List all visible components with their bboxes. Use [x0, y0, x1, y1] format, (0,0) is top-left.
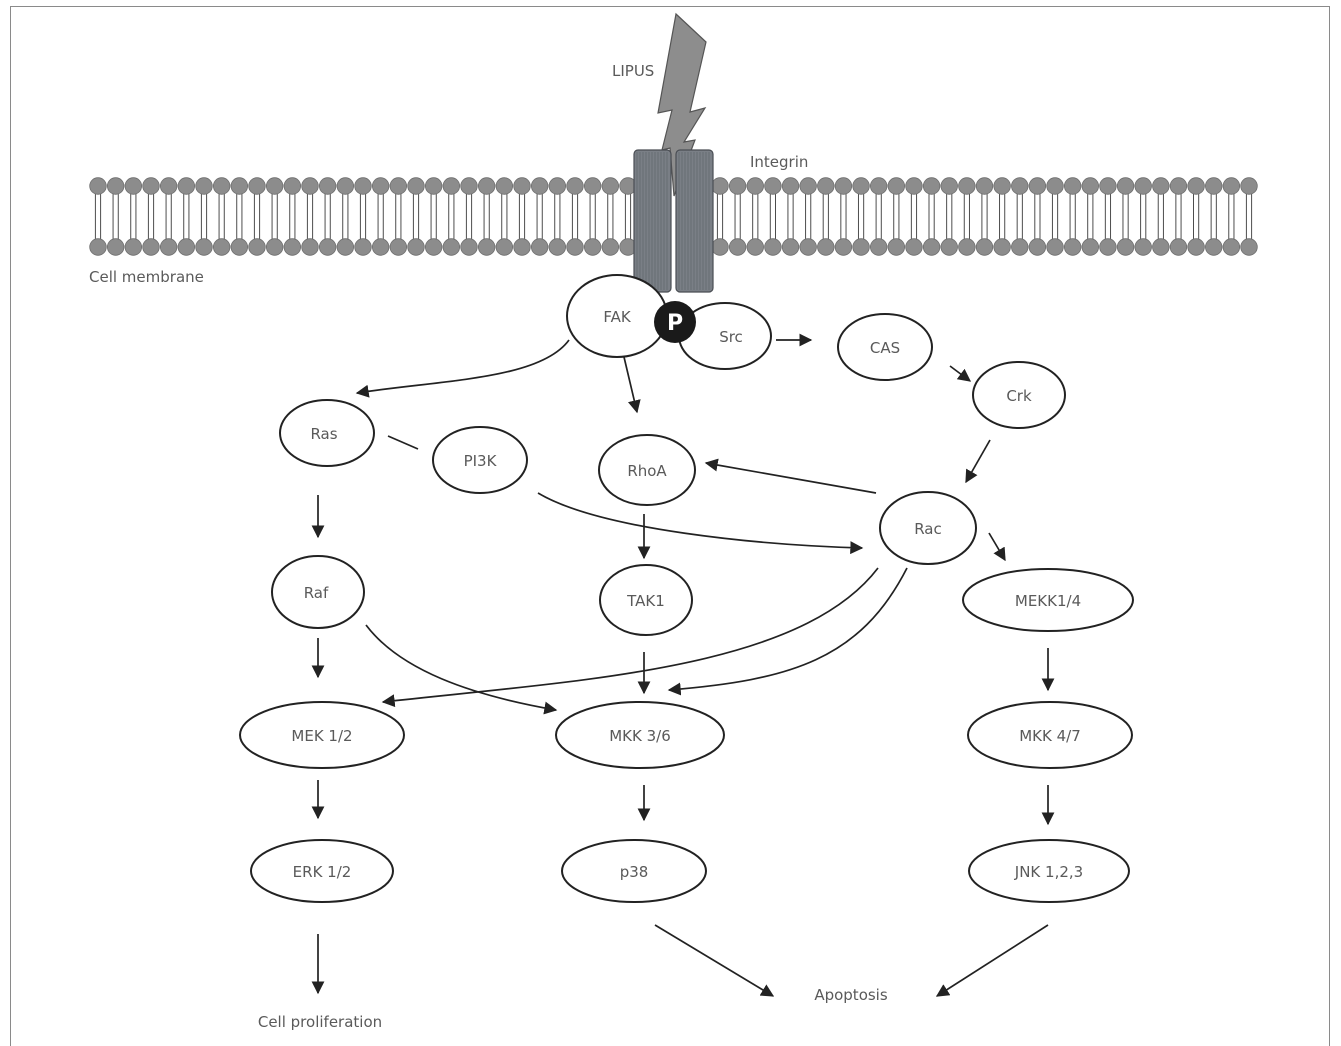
node-crk: Crk: [972, 361, 1066, 429]
svg-text:MEK 1/2: MEK 1/2: [291, 727, 352, 745]
node-ras: Ras: [279, 399, 375, 467]
svg-text:MEKK1/4: MEKK1/4: [1015, 592, 1081, 610]
integrin-label: Integrin: [750, 153, 808, 171]
svg-text:Raf: Raf: [304, 584, 329, 602]
integrin-receptor: [633, 149, 714, 293]
edge-rac-mkk36: [667, 567, 908, 696]
node-tak1: TAK1: [599, 564, 693, 636]
edge-p38-apoptosis: [654, 924, 775, 997]
node-pi3k: PI3K: [432, 426, 528, 494]
node-cas: CAS: [837, 313, 933, 381]
membrane-label: Cell membrane: [89, 268, 204, 286]
edge-ras-pi3k: [387, 435, 419, 450]
edge-rac-rhoa: [704, 458, 877, 494]
cell-membrane: [89, 177, 1258, 256]
lipus-label: LIPUS: [612, 62, 654, 80]
outcome-cell-proliferation: Cell proliferation: [258, 1013, 382, 1031]
svg-text:PI3K: PI3K: [464, 452, 498, 470]
node-mek12: MEK 1/2: [239, 701, 405, 769]
svg-text:RhoA: RhoA: [627, 462, 667, 480]
edge-jnk-apoptosis: [935, 924, 1049, 997]
svg-text:MKK 3/6: MKK 3/6: [609, 727, 671, 745]
node-raf: Raf: [271, 555, 365, 629]
edge-fak-rhoa: [623, 356, 641, 414]
svg-text:JNK 1,2,3: JNK 1,2,3: [1014, 863, 1083, 881]
svg-text:CAS: CAS: [870, 339, 900, 357]
node-mekk14: MEKK1/4: [962, 568, 1134, 632]
svg-text:Ras: Ras: [310, 425, 337, 443]
pathway-edges: [311, 333, 1055, 997]
svg-text:P: P: [667, 311, 683, 336]
node-rhoa: RhoA: [598, 434, 696, 506]
outcome-apoptosis: Apoptosis: [814, 986, 888, 1004]
svg-text:TAK1: TAK1: [626, 592, 665, 610]
svg-text:p38: p38: [620, 863, 649, 881]
svg-text:FAK: FAK: [603, 308, 632, 326]
svg-text:Crk: Crk: [1006, 387, 1032, 405]
figure-frame: [10, 6, 1330, 1046]
edge-raf-mkk36: [365, 624, 558, 715]
node-p38: p38: [561, 839, 707, 903]
svg-text:MKK 4/7: MKK 4/7: [1019, 727, 1081, 745]
node-fak: FAK: [566, 274, 668, 358]
edge-rac-mek: [381, 567, 879, 708]
node-src: Src: [678, 302, 772, 370]
phospho-badge: P: [654, 301, 696, 343]
edge-crk-rac: [965, 439, 991, 484]
svg-text:Rac: Rac: [914, 520, 942, 538]
node-mkk47: MKK 4/7: [967, 701, 1133, 769]
node-erk12: ERK 1/2: [250, 839, 394, 903]
edge-cas-crk: [949, 365, 972, 382]
edge-rac-mekk: [988, 532, 1006, 562]
svg-text:ERK 1/2: ERK 1/2: [293, 863, 352, 881]
edge-pi3k-rac: [537, 492, 864, 555]
svg-text:Src: Src: [719, 328, 743, 346]
node-jnk123: JNK 1,2,3: [968, 839, 1130, 903]
edge-fak-ras: [355, 339, 570, 398]
node-mkk36: MKK 3/6: [555, 701, 725, 769]
node-rac: Rac: [879, 491, 977, 565]
